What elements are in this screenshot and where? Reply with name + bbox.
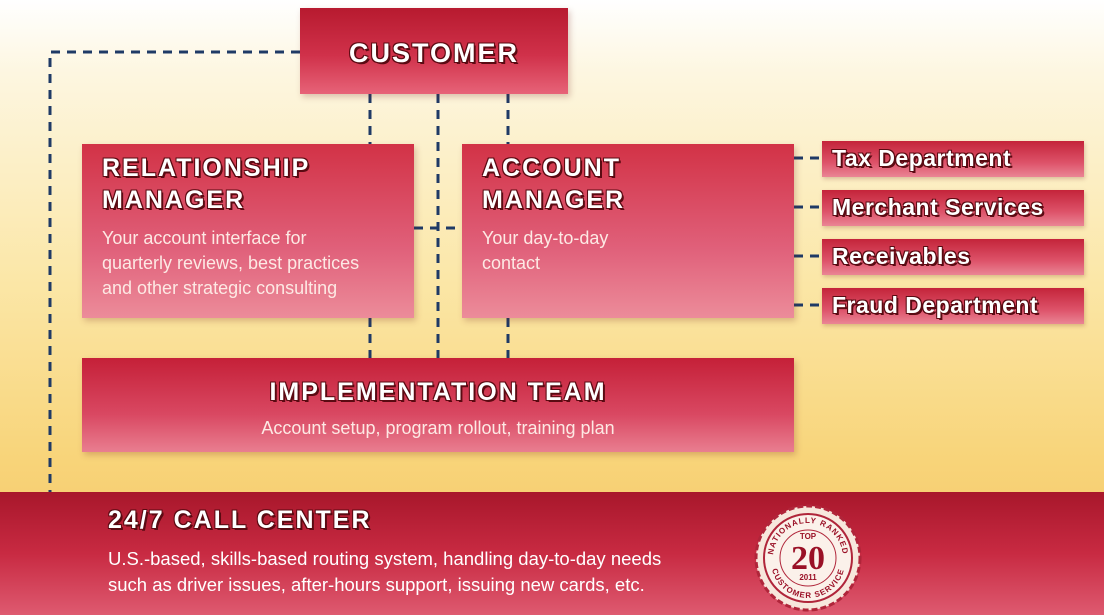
call-center-description: U.S.-based, skills-based routing system,… [108,546,661,598]
call-center-box: 24/7 CALL CENTER U.S.-based, skills-base… [0,492,1104,615]
tax-department-box: Tax Department [822,141,1084,177]
relationship-manager-desc-line1: Your account interface for [102,228,307,248]
receivables-box: Receivables [822,239,1084,275]
relationship-manager-title: RELATIONSHIP MANAGER [102,152,310,216]
award-seal-icon: NATIONALLY RANKED TOP 20 2011 CUSTOMER S… [754,504,862,612]
account-manager-title-line1: ACCOUNT [482,154,621,182]
implementation-team-title: IMPLEMENTATION TEAM [269,378,607,406]
relationship-manager-desc-line2: quarterly reviews, best practices [102,253,360,273]
relationship-manager-desc-line3: and other strategic consulting [102,278,338,298]
call-center-desc-line1: U.S.-based, skills-based routing system,… [108,548,662,569]
call-center-desc-line2: such as driver issues, after-hours suppo… [108,574,645,595]
connector-customer-to-call-center [48,50,300,500]
merchant-services-box: Merchant Services [822,190,1084,226]
relationship-manager-title-line2: MANAGER [102,186,246,214]
relationship-manager-description: Your account interface for quarterly rev… [102,226,412,301]
fraud-department-box: Fraud Department [822,288,1084,324]
merchant-services-label: Merchant Services [832,194,1044,220]
account-manager-title-line2: MANAGER [482,186,626,214]
receivables-label: Receivables [832,243,971,269]
fraud-department-label: Fraud Department [832,292,1039,318]
account-manager-desc-line1: Your day-to-day [482,228,609,248]
seal-number: 20 [791,540,825,577]
implementation-team-description: Account setup, program rollout, training… [261,418,615,438]
seal-year: 2011 [799,573,817,582]
implementation-team-box: IMPLEMENTATION TEAM Account setup, progr… [82,358,794,452]
customer-box: CUSTOMER [300,8,568,94]
account-manager-desc-line2: contact [482,253,541,273]
account-manager-title: ACCOUNT MANAGER [482,152,625,216]
customer-title: CUSTOMER [348,38,519,68]
account-manager-box: ACCOUNT MANAGER Your day-to-day contact [462,144,794,318]
relationship-manager-box: RELATIONSHIP MANAGER Your account interf… [82,144,414,318]
call-center-title: 24/7 CALL CENTER [108,506,372,534]
tax-department-label: Tax Department [832,145,1012,171]
seal-top-small: TOP [800,532,817,541]
account-manager-description: Your day-to-day contact [482,226,792,276]
relationship-manager-title-line1: RELATIONSHIP [102,154,311,182]
